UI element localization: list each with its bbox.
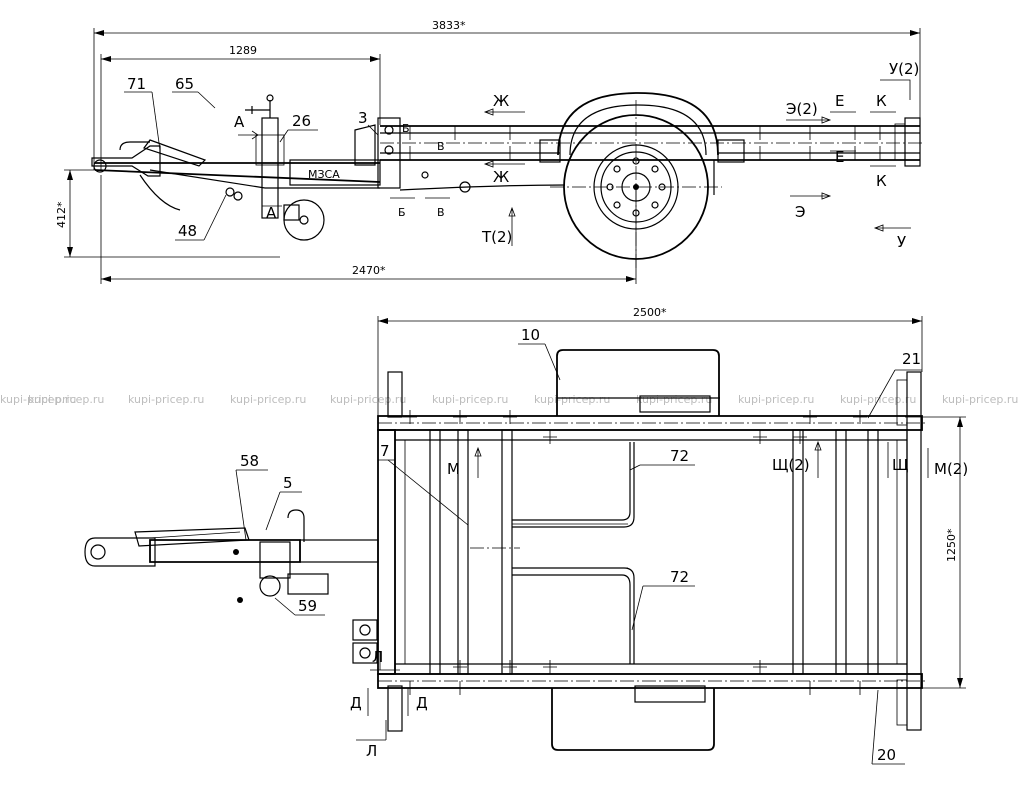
section-mark-a: А — [266, 204, 277, 222]
section-mark-m2: М(2) — [934, 460, 968, 478]
section-mark-zh: Ж — [493, 92, 509, 110]
dimension-hitch-to-post: 1289 — [100, 44, 381, 170]
front-post — [354, 117, 401, 189]
callout-59: 59 — [298, 597, 317, 615]
callout-72: 72 — [670, 447, 689, 465]
callout-10: 10 — [521, 326, 540, 344]
plan-callouts: 10 21 7 58 5 72 72 59 20 — [235, 326, 922, 765]
watermark-row: kupi-pricep.ru kupi-pricep.ru kupi-price… — [0, 393, 1018, 406]
callout-26: 26 — [292, 112, 311, 130]
section-mark-e2: Э(2) — [786, 100, 818, 118]
section-mark-ye: Е — [835, 148, 844, 166]
section-mark-d: Д — [416, 694, 428, 712]
watermark: kupi-pricep.ru — [534, 393, 610, 406]
drawbar: МЗСА — [94, 159, 381, 189]
callout-5: 5 — [283, 474, 293, 492]
side-view: 3833* 1289 412* 2470* — [55, 19, 925, 284]
brake-linkage — [399, 171, 566, 193]
section-mark-l: Л — [366, 742, 377, 760]
dimension-label: 2500* — [633, 306, 667, 319]
callout-20: 20 — [877, 746, 896, 764]
plan-bolts — [403, 410, 867, 695]
dimension-label: 1250* — [945, 528, 958, 562]
plan-drawbar — [84, 429, 396, 675]
dimension-label: 412* — [55, 201, 68, 228]
brand-label: МЗСА — [308, 168, 340, 181]
watermark: kupi-pricep.ru — [128, 393, 204, 406]
watermark: kupi-pricep.ru — [230, 393, 306, 406]
dimension-height: 412* — [55, 169, 280, 258]
section-mark-e: Э — [795, 203, 805, 221]
dimension-plan-length: 2500* — [377, 306, 923, 425]
frame-bolts — [403, 126, 887, 160]
dimension-label: 1289 — [229, 44, 257, 57]
watermark: kupi-pricep.ru — [330, 393, 406, 406]
side-frame — [380, 117, 925, 167]
watermark: kupi-pricep.ru — [636, 393, 712, 406]
cross-members — [429, 429, 879, 675]
section-mark-k: К — [876, 92, 887, 110]
callout-3: 3 — [358, 109, 368, 127]
side-section-marks: А А Ж Ж Б Б В В Т(2) Э(2) Э Е Е К — [234, 60, 919, 251]
section-mark-v: В — [437, 140, 445, 153]
dimension-label: 2470* — [352, 264, 386, 277]
fender-bottom — [551, 685, 715, 751]
section-mark-shch: Щ — [892, 456, 908, 474]
callout-65: 65 — [175, 75, 194, 93]
section-mark-u: У — [897, 233, 906, 251]
watermark: kupi-pricep.ru — [0, 393, 76, 406]
rear-end — [387, 371, 922, 732]
callout-7: 7 — [380, 442, 390, 460]
watermark: kupi-pricep.ru — [28, 393, 104, 406]
plan-section-marks: М М(2) Щ(2) Щ Л Л Д Д — [350, 440, 968, 760]
brake-cables — [512, 442, 635, 664]
fender-top — [556, 349, 720, 416]
dimension-plan-width: 1250* — [905, 416, 966, 689]
dimension-overall-length: 3833* — [93, 19, 921, 170]
section-mark-k: К — [876, 172, 887, 190]
section-mark-v: В — [437, 206, 445, 219]
axle-bracket — [539, 139, 745, 195]
section-mark-ye: Е — [835, 92, 844, 110]
callout-48: 48 — [178, 222, 197, 240]
watermark: kupi-pricep.ru — [432, 393, 508, 406]
dimension-label: 3833* — [432, 19, 466, 32]
plan-side-rails — [377, 415, 925, 689]
section-mark-a: А — [234, 113, 245, 131]
side-lamps — [352, 619, 378, 664]
coupling-head — [91, 139, 243, 211]
watermark: kupi-pricep.ru — [738, 393, 814, 406]
section-mark-l: Л — [372, 648, 383, 666]
section-mark-b: Б — [402, 122, 410, 135]
callout-72: 72 — [670, 568, 689, 586]
section-mark-d: Д — [350, 694, 362, 712]
section-mark-zh: Ж — [493, 168, 509, 186]
fender — [557, 92, 719, 156]
side-callouts: 71 65 26 3 48 — [124, 75, 379, 241]
plan-inner-frame — [394, 429, 908, 675]
section-mark-shch2: Щ(2) — [772, 456, 810, 474]
section-mark-m: М — [447, 460, 460, 478]
section-mark-b: Б — [398, 206, 406, 219]
section-mark-t2: Т(2) — [481, 228, 512, 246]
watermark: kupi-pricep.ru — [942, 393, 1018, 406]
plan-view: 2500* 1250* — [84, 306, 968, 765]
callout-21: 21 — [902, 350, 921, 368]
callout-58: 58 — [240, 452, 259, 470]
section-mark-u2: У(2) — [889, 60, 919, 78]
callout-71: 71 — [127, 75, 146, 93]
road-wheel — [550, 100, 722, 270]
jockey-wheel — [245, 94, 325, 241]
